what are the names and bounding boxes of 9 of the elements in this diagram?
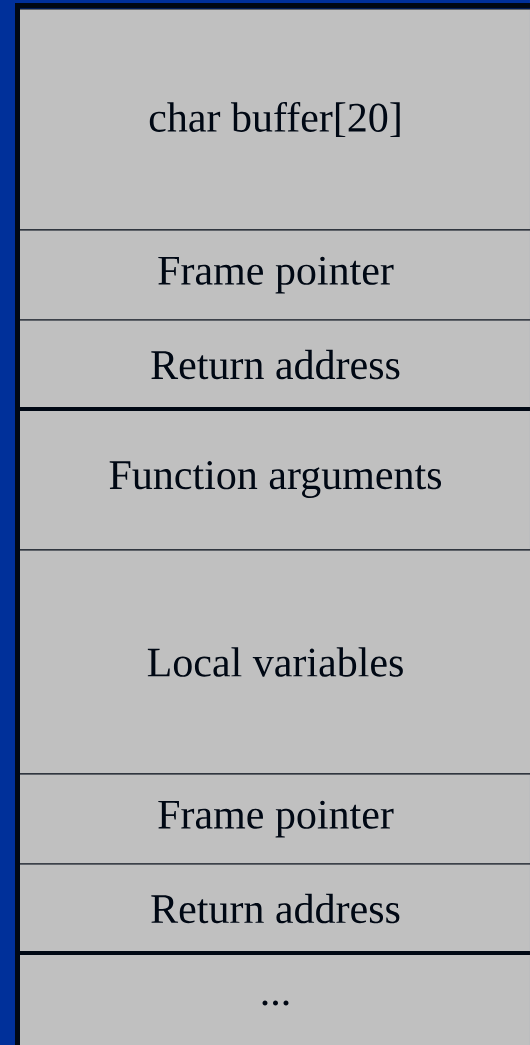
stack-cell: ...: [18, 952, 530, 1045]
node-label: Frame pointer: [158, 256, 394, 294]
stack-cell: Return address: [18, 863, 530, 954]
stack-cell: Frame pointer: [18, 773, 530, 865]
node-label: Frame pointer: [158, 800, 394, 838]
stack-cell: Return address: [18, 319, 530, 410]
node-label: Function arguments: [109, 461, 442, 498]
stack-cell: Frame pointer: [18, 229, 530, 321]
stack-cell: Function arguments: [18, 408, 530, 551]
